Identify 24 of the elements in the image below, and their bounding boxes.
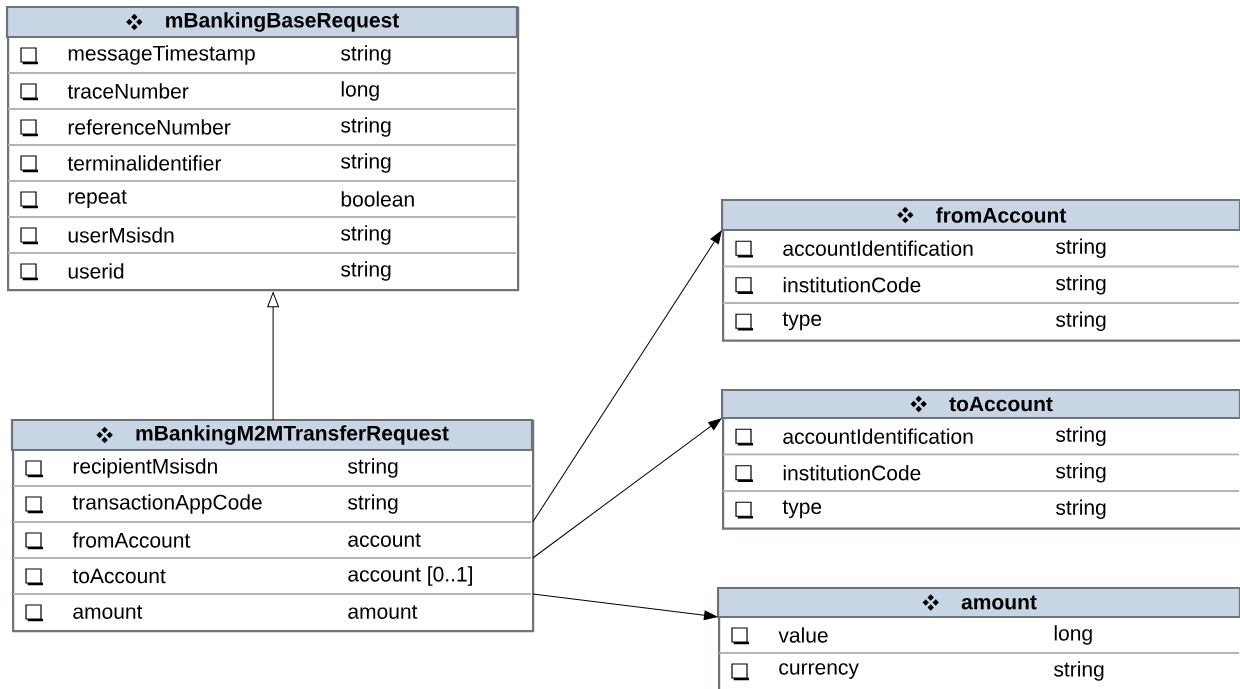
attribute-row: fromAccount account [12,521,532,548]
attribute-row: transactionAppCode string [12,485,532,514]
attribute-row: accountIdentification string [783,238,1106,258]
attribute-row: value long [778,625,1092,645]
association-arrow [532,418,722,559]
attribute-row: currency string [718,652,1240,681]
attribute-row: recipientMsisdn string [73,458,398,478]
attribute-row: userMsisdn string [7,216,517,245]
attribute-row: institutionCode string [722,265,1240,295]
attribute-row: amount amount [12,593,532,619]
attribute-row: traceNumber long [7,72,517,101]
attribute-row: userid string [7,252,517,281]
inheritance-arrow [267,292,279,421]
attribute-row: toAccount account [0..1] [12,557,532,586]
attribute-row: terminalidentifier string [7,144,517,173]
attribute-row: referenceNumber string [7,108,517,137]
attribute-row: institutionCode string [722,453,1240,483]
attribute-row: messageTimestamp string [68,45,391,65]
association-arrow [532,593,718,621]
attribute-row: type string [722,490,1240,519]
association-arrow [532,230,722,523]
attribute-row: repeat boolean [7,180,517,208]
attribute-row: type string [722,302,1240,331]
attribute-row: accountIdentification string [783,426,1106,446]
